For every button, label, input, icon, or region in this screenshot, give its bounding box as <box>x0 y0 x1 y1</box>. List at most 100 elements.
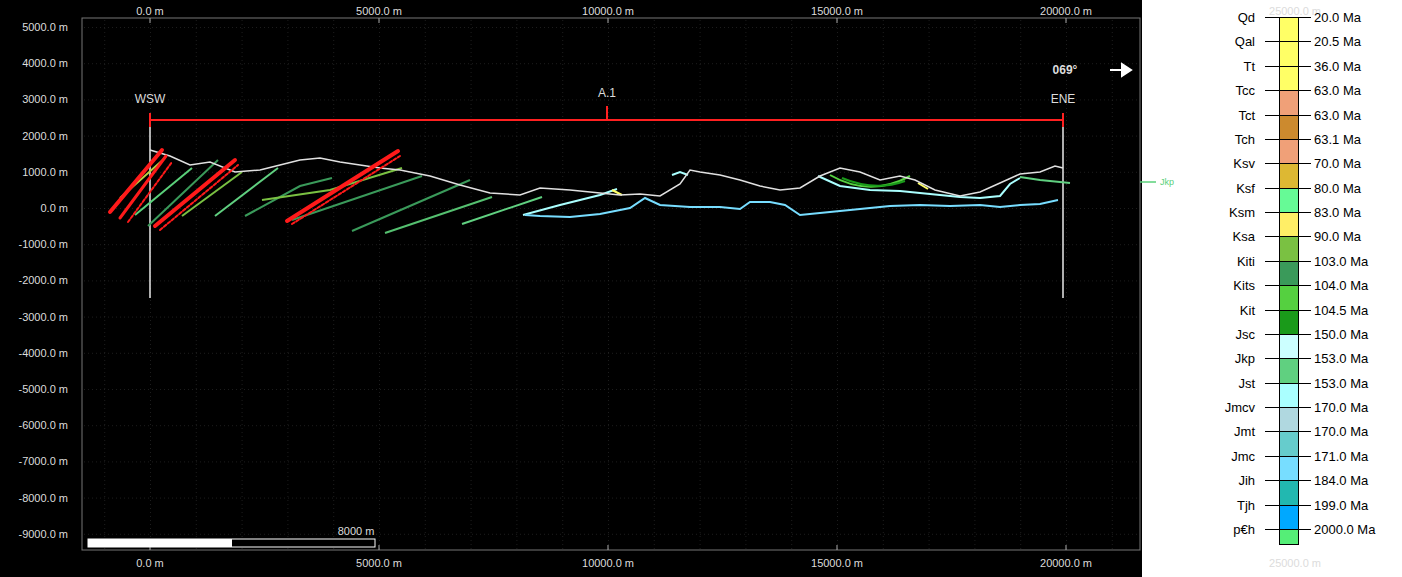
legend-unit-name: Qal <box>1235 34 1255 49</box>
legend-tick <box>1265 188 1311 189</box>
legend-swatch <box>1279 212 1299 236</box>
axis-tick-label: -2000.0 m <box>18 274 68 286</box>
age-label: 90.0 Ma <box>1314 229 1361 244</box>
legend-unit-name: Ksv <box>1233 156 1255 171</box>
age-label: 171.0 Ma <box>1314 448 1368 463</box>
legend-unit-name: Ksf <box>1236 180 1255 195</box>
axis-tick-label: 15000.0 m <box>811 5 863 17</box>
axis-tick-label: -6000.0 m <box>18 419 68 431</box>
legend-unit-name: p€h <box>1233 521 1255 536</box>
legend-tick <box>1265 90 1311 91</box>
legend-unit-name: Jmcv <box>1225 400 1255 415</box>
section-end-label: ENE <box>1051 92 1076 106</box>
legend-swatch <box>1279 456 1299 480</box>
axis-tick-label: 25000.0 m <box>1269 557 1321 569</box>
axis-tick-label: -5000.0 m <box>18 383 68 395</box>
legend-tick <box>1265 163 1311 164</box>
legend-tick <box>1265 236 1311 237</box>
age-label: 150.0 Ma <box>1314 326 1368 341</box>
age-label: 20.0 Ma <box>1314 10 1361 25</box>
age-label: 184.0 Ma <box>1314 473 1368 488</box>
age-label: 104.5 Ma <box>1314 302 1368 317</box>
legend-unit-name: Tt <box>1243 58 1255 73</box>
age-label: 104.0 Ma <box>1314 278 1368 293</box>
legend-swatch <box>1279 66 1299 90</box>
legend-swatch <box>1279 505 1299 529</box>
age-label: 170.0 Ma <box>1314 424 1368 439</box>
legend-unit-name: Tch <box>1235 131 1255 146</box>
legend-tick <box>1265 334 1311 335</box>
legend-unit-name: Jsc <box>1236 326 1256 341</box>
legend-swatch <box>1279 236 1299 260</box>
legend-swatch <box>1279 41 1299 65</box>
axis-tick-label: -3000.0 m <box>18 311 68 323</box>
legend-tick <box>1265 17 1311 18</box>
legend-tick <box>1265 480 1311 481</box>
age-label: 153.0 Ma <box>1314 351 1368 366</box>
legend-tick <box>1265 529 1311 530</box>
axis-tick-label: 10000.0 m <box>582 557 634 569</box>
age-label: 36.0 Ma <box>1314 58 1361 73</box>
legend-tick <box>1265 383 1311 384</box>
legend-swatch <box>1279 115 1299 139</box>
age-label: 20.5 Ma <box>1314 34 1361 49</box>
legend-unit-name: Kiti <box>1237 253 1255 268</box>
legend-unit-name: Kits <box>1233 278 1255 293</box>
age-label: 63.0 Ma <box>1314 107 1361 122</box>
section-end-label: WSW <box>135 92 166 106</box>
legend-tick <box>1265 456 1311 457</box>
age-label: 63.1 Ma <box>1314 131 1361 146</box>
age-label: 83.0 Ma <box>1314 205 1361 220</box>
legend-tick <box>1265 431 1311 432</box>
age-label: 199.0 Ma <box>1314 497 1368 512</box>
axis-tick-label: 0.0 m <box>40 202 68 214</box>
legend-tick <box>1265 358 1311 359</box>
legend-unit-name: Ksa <box>1233 229 1255 244</box>
section-name: A.1 <box>598 86 616 100</box>
axis-tick-label: -7000.0 m <box>18 455 68 467</box>
legend-swatch <box>1279 480 1299 504</box>
axis-tick-label: -8000.0 m <box>18 492 68 504</box>
legend-swatch <box>1279 310 1299 334</box>
axis-tick-label: 0.0 m <box>136 5 164 17</box>
legend-tick <box>1265 261 1311 262</box>
legend-unit-name: Tcc <box>1236 83 1256 98</box>
legend-swatch <box>1279 139 1299 163</box>
axis-tick-label: -4000.0 m <box>18 347 68 359</box>
legend-swatch <box>1279 188 1299 212</box>
legend-swatch <box>1279 90 1299 114</box>
axis-tick-label: 4000.0 m <box>22 57 68 69</box>
axis-tick-label: 10000.0 m <box>582 5 634 17</box>
age-label: 63.0 Ma <box>1314 83 1361 98</box>
age-label: 80.0 Ma <box>1314 180 1361 195</box>
legend-unit-name: Tct <box>1238 107 1255 122</box>
unit-label: Jkp <box>1160 177 1174 187</box>
legend-tick <box>1265 139 1311 140</box>
age-label: 170.0 Ma <box>1314 400 1368 415</box>
legend-unit-name: Kit <box>1240 302 1255 317</box>
axis-tick-label: 5000.0 m <box>356 557 402 569</box>
legend-unit-name: Jmc <box>1231 448 1255 463</box>
axis-tick-label: 0.0 m <box>136 557 164 569</box>
legend-tick <box>1265 115 1311 116</box>
axis-tick-label: 5000.0 m <box>22 21 68 33</box>
axis-tick-label: 20000.0 m <box>1040 5 1092 17</box>
axis-tick-label: 25000.0 m <box>1269 5 1321 17</box>
legend-tick <box>1265 66 1311 67</box>
legend-swatch <box>1279 431 1299 455</box>
legend-unit-name: Jst <box>1238 375 1255 390</box>
legend-swatch <box>1279 163 1299 187</box>
legend-unit-name: Jmt <box>1234 424 1255 439</box>
axis-tick-label: 5000.0 m <box>356 5 402 17</box>
age-label: 103.0 Ma <box>1314 253 1368 268</box>
legend-swatch <box>1279 261 1299 285</box>
axis-tick-label: 2000.0 m <box>22 130 68 142</box>
axis-tick-label: 20000.0 m <box>1040 557 1092 569</box>
age-label: 2000.0 Ma <box>1314 521 1375 536</box>
legend-tick <box>1265 285 1311 286</box>
legend-unit-name: Tjh <box>1237 497 1255 512</box>
axis-tick-label: -9000.0 m <box>18 528 68 540</box>
legend-swatch <box>1279 17 1299 41</box>
scale-label: 8000 m <box>338 525 375 537</box>
legend-tick <box>1265 407 1311 408</box>
